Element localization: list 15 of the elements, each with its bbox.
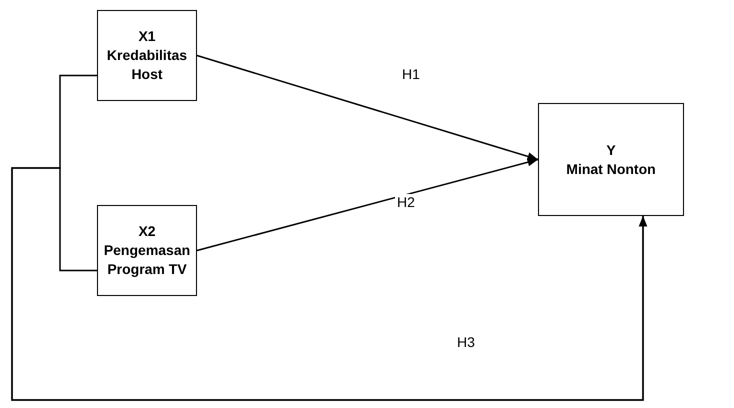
edge-label: H2: [395, 194, 417, 210]
variable-box: [97, 205, 197, 296]
feedback-arrow: [11, 167, 648, 401]
variable-label: Minat Nonton: [566, 160, 656, 178]
arrow: [196, 158, 538, 252]
arrow: [196, 54, 538, 160]
variable-label: Pengemasan Program TV: [102, 241, 192, 279]
variable-box: [538, 103, 684, 216]
variable-label: Y: [606, 140, 616, 160]
variable-box: [97, 10, 197, 101]
variable-label: X1: [138, 27, 156, 46]
variable-label: Kredabilitas Host: [106, 46, 188, 84]
edge-label: H1: [400, 66, 422, 82]
variable-label: X2: [138, 222, 156, 242]
edge-label: H3: [455, 334, 477, 350]
